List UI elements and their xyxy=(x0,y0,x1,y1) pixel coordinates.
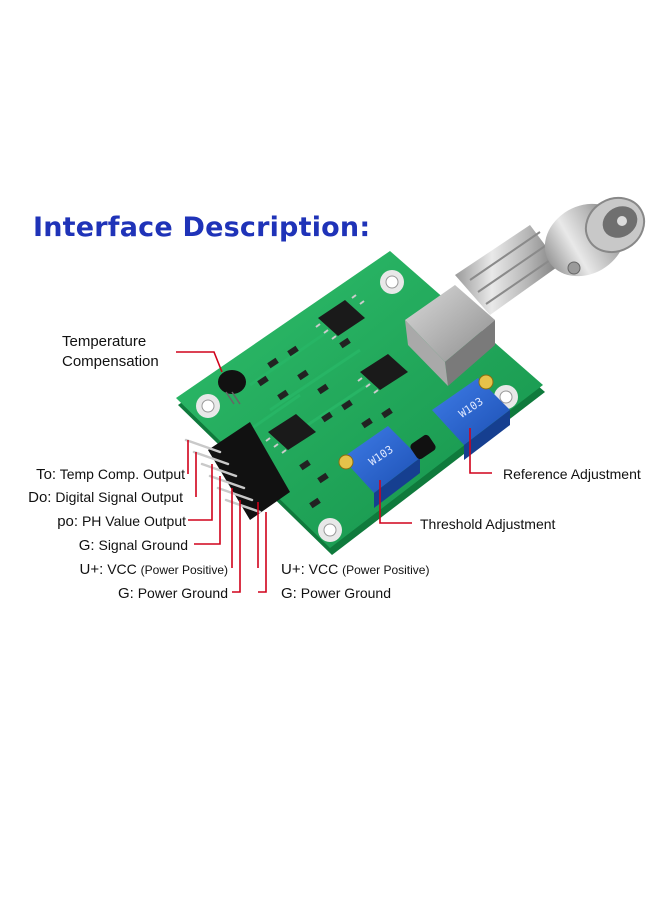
pin-code: U+: xyxy=(281,561,305,578)
pin-label-do: Do: Digital Signal Output xyxy=(0,488,183,507)
pin-code: G: xyxy=(118,585,134,602)
pin-text: Power Ground xyxy=(138,585,228,601)
pin-code: G: xyxy=(281,585,297,602)
pin-note: (Power Positive) xyxy=(141,563,228,577)
pin-text: VCC xyxy=(107,561,137,577)
mounting-hole-top xyxy=(380,270,404,294)
pin-text: Power Ground xyxy=(301,585,391,601)
pin-label-vcc-right: U+: VCC (Power Positive) xyxy=(281,560,429,579)
pin-label-to: To: Temp Comp. Output xyxy=(0,465,185,484)
temperature-label-line2: Compensation xyxy=(62,353,159,371)
pin-label-vcc-left: U+: VCC (Power Positive) xyxy=(0,560,228,579)
pin-label-power-ground-right: G: Power Ground xyxy=(281,584,391,603)
pin-code: To: xyxy=(36,466,56,483)
mounting-hole-left xyxy=(196,394,220,418)
pin-text: PH Value Output xyxy=(82,513,186,529)
pin-note: (Power Positive) xyxy=(342,563,429,577)
mounting-hole-bottom xyxy=(318,518,342,542)
bnc-connector xyxy=(405,187,654,386)
pin-label-po: po: PH Value Output xyxy=(0,512,186,531)
pin-text: VCC xyxy=(309,561,339,577)
pin-label-signal-ground: G: Signal Ground xyxy=(0,536,188,555)
temperature-label-line1: Temperature xyxy=(62,333,146,351)
page-title: Interface Description: xyxy=(33,212,370,243)
pin-label-power-ground-left: G: Power Ground xyxy=(0,584,228,603)
pin-text: Temp Comp. Output xyxy=(60,466,185,482)
pin-code: U+: xyxy=(80,561,104,578)
pin-text: Digital Signal Output xyxy=(55,489,183,505)
pin-code: Do: xyxy=(28,489,51,506)
pin-text: Signal Ground xyxy=(98,537,188,553)
pin-code: G: xyxy=(79,537,95,554)
threshold-adjustment-label: Threshold Adjustment xyxy=(420,515,555,533)
reference-adjustment-label: Reference Adjustment xyxy=(503,465,641,483)
pin-code: po: xyxy=(57,513,78,530)
